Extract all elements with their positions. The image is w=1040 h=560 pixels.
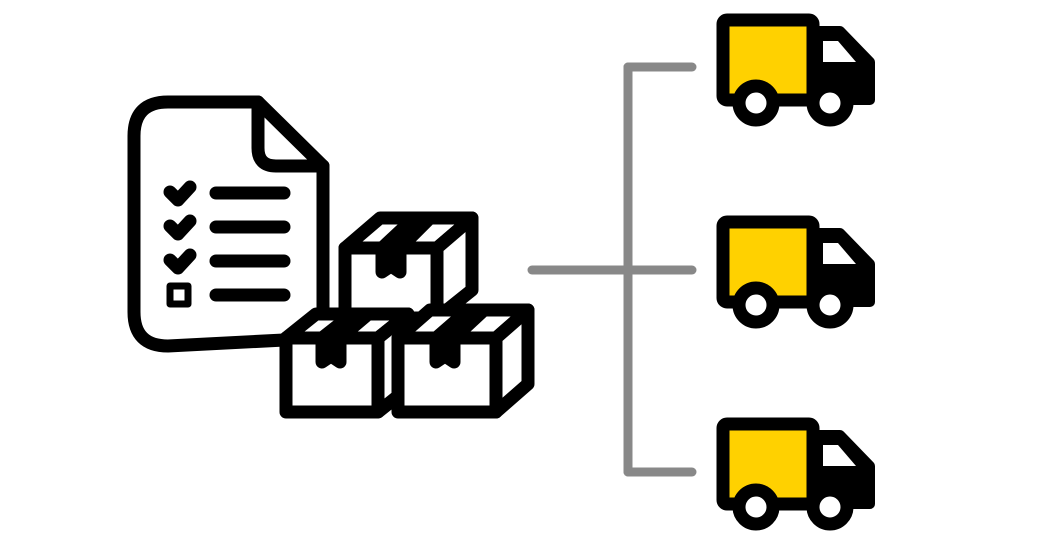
document-outline	[127, 95, 330, 353]
box-tape-top	[315, 309, 373, 345]
delivery-truck-icon	[723, 222, 870, 322]
delivery-truck-icon	[723, 20, 870, 120]
cardboard-box-icon	[279, 307, 415, 419]
box-side-face	[430, 211, 479, 325]
check-mark-icon	[163, 180, 197, 207]
document-folded-corner	[251, 95, 330, 173]
cardboard-box-icon	[338, 211, 479, 325]
checklist-document-icon	[127, 95, 330, 353]
check-mark-icon	[163, 248, 197, 275]
empty-checkbox-icon	[166, 282, 192, 308]
box-tape-top	[429, 305, 489, 345]
cardboard-box-icon	[391, 303, 535, 419]
distribution-connector	[527, 62, 697, 477]
check-mark-icon	[163, 214, 197, 241]
box-tape-top	[375, 213, 435, 255]
box-side-face	[489, 303, 535, 419]
stacked-boxes-icon	[279, 211, 535, 419]
delivery-truck-icon	[723, 424, 870, 524]
